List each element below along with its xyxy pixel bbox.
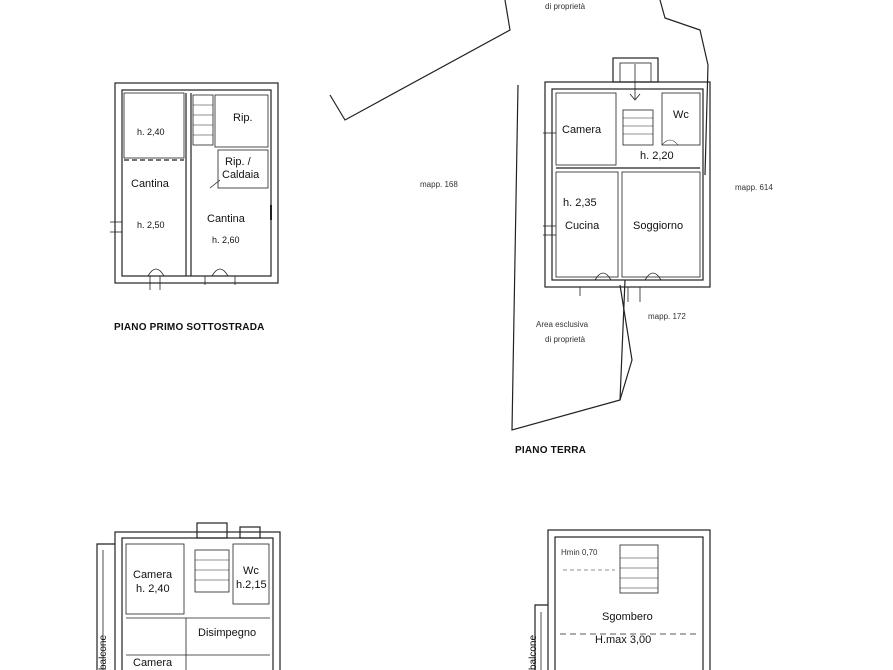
room-label-rip-caldaia: Rip. /	[225, 156, 251, 168]
parcel-label: mapp. 172	[648, 312, 686, 321]
property-boundary-top	[329, 0, 709, 431]
floorplan-sottotetto	[534, 529, 711, 670]
room-label-cantina-right: Cantina	[207, 213, 245, 225]
room-label-cucina: Cucina	[565, 220, 600, 232]
height-label: h. 2,50	[137, 220, 165, 230]
area-label-top: di proprietà	[545, 2, 586, 11]
parcel-label: mapp. 168	[420, 180, 458, 189]
room-label-wc: Wc	[673, 109, 689, 121]
height-label: Hmin 0,70	[561, 548, 598, 557]
room-label-wc: Wc	[243, 565, 259, 577]
room-label-camera: Camera	[562, 124, 602, 136]
height-label: H.max 3,00	[595, 634, 652, 646]
height-label: h. 2,40	[136, 583, 170, 595]
height-label: h. 2,60	[212, 235, 240, 245]
height-label: h. 2,20	[640, 150, 674, 162]
room-label-rip: Rip.	[233, 112, 253, 124]
height-label: h. 2,35	[563, 197, 597, 209]
balcony-label: balcone	[528, 634, 539, 670]
floorplan-primo-sottostrada	[110, 82, 279, 290]
height-label: h.2,15	[236, 579, 267, 591]
height-label: h. 2,40	[137, 127, 165, 137]
room-label-cantina-left: Cantina	[131, 178, 169, 190]
room-label-camera: Camera	[133, 569, 173, 581]
area-label: Area esclusiva	[536, 320, 589, 329]
room-label-rip-caldaia-2: Caldaia	[222, 169, 260, 181]
balcony-label: balcone	[98, 634, 109, 670]
parcel-label: mapp. 614	[735, 183, 773, 192]
room-label-disimpegno: Disimpegno	[198, 627, 257, 639]
floorplan-primo-piano	[96, 522, 281, 670]
room-label-soggiorno: Soggiorno	[633, 220, 684, 232]
floorplan-piano-terra	[543, 57, 711, 302]
room-label-camera: Camera	[133, 657, 173, 669]
floor-title-primo-sottostrada: PIANO PRIMO SOTTOSTRADA	[114, 322, 265, 333]
room-label-sgombero: Sgombero	[602, 611, 653, 623]
floor-title-piano-terra: PIANO TERRA	[515, 445, 587, 456]
area-label: di proprietà	[545, 335, 586, 344]
